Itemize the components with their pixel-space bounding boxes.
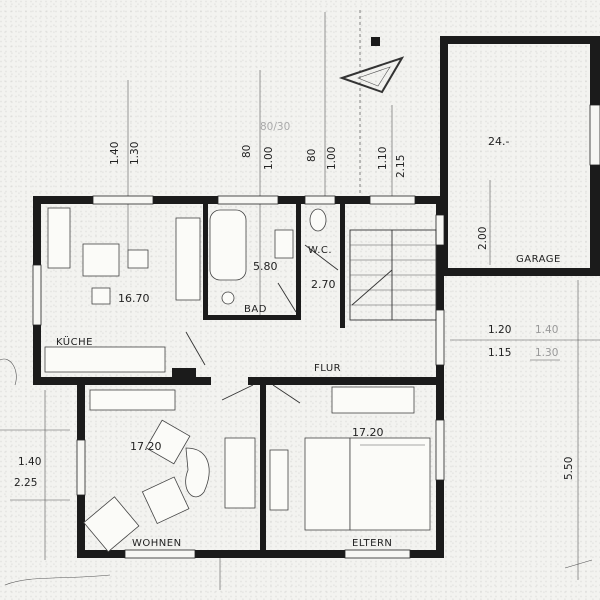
dimension-label: 1.00 [326,147,338,170]
room-name-parents: ELTERN [352,538,392,549]
room-name-wc: W.C. [308,245,332,256]
dimension-label: 1.10 [377,147,389,170]
dimension-label: 80 [306,149,318,162]
room-name-hall: FLUR [314,363,341,374]
terrace-sketch [0,358,111,586]
dimension-label: 80 [241,145,253,158]
room-name-kitchen: KÜCHE [56,335,93,348]
room-name-bath: BAD [244,304,267,315]
dimension-label: 1.40 [535,324,558,336]
dimension-label: 1.00 [263,147,275,170]
toilet-icon [309,208,327,232]
bathroom-fixtures [209,208,327,305]
living-furniture [83,389,256,553]
bedroom-furniture [269,386,431,531]
staircase [349,229,437,321]
dimension-label: 1.30 [535,347,558,359]
dimension-label: 1.40 [18,456,41,468]
room-area-living: 17.20 [130,440,162,453]
room-labels: KÜCHE 16.70 BAD 5.80 W.C. 2.70 FLUR 17.2… [56,135,561,549]
dimension-label: 80/30 [260,121,290,133]
dimension-label: 2.15 [395,155,407,178]
doors [185,244,339,404]
north-arrow-icon [338,37,405,94]
room-area-kitchen: 16.70 [118,292,150,305]
room-area-parents: 17.20 [352,426,384,439]
windows [32,104,600,559]
dimension-lines [0,10,600,590]
dimension-labels: 1.40 1.30 80 1.00 80/30 80 1.00 1.10 2.1… [14,121,575,489]
dimension-label: 2.25 [14,477,37,489]
room-area-wc: 2.70 [311,278,336,291]
dimension-label: 1.20 [488,324,511,336]
kitchen-furniture [44,207,201,380]
dimension-label: 1.30 [129,142,141,165]
dimension-label: 5.50 [563,457,575,480]
dimension-label: 2.00 [477,227,489,250]
dimension-label: 1.15 [488,347,511,359]
room-name-living: WOHNEN [132,538,182,549]
room-area-garage: 24.- [488,135,509,148]
room-area-bath: 5.80 [253,260,278,273]
room-name-garage: GARAGE [516,254,561,265]
dimension-label: 1.40 [109,142,121,165]
interior-walls [203,204,345,550]
